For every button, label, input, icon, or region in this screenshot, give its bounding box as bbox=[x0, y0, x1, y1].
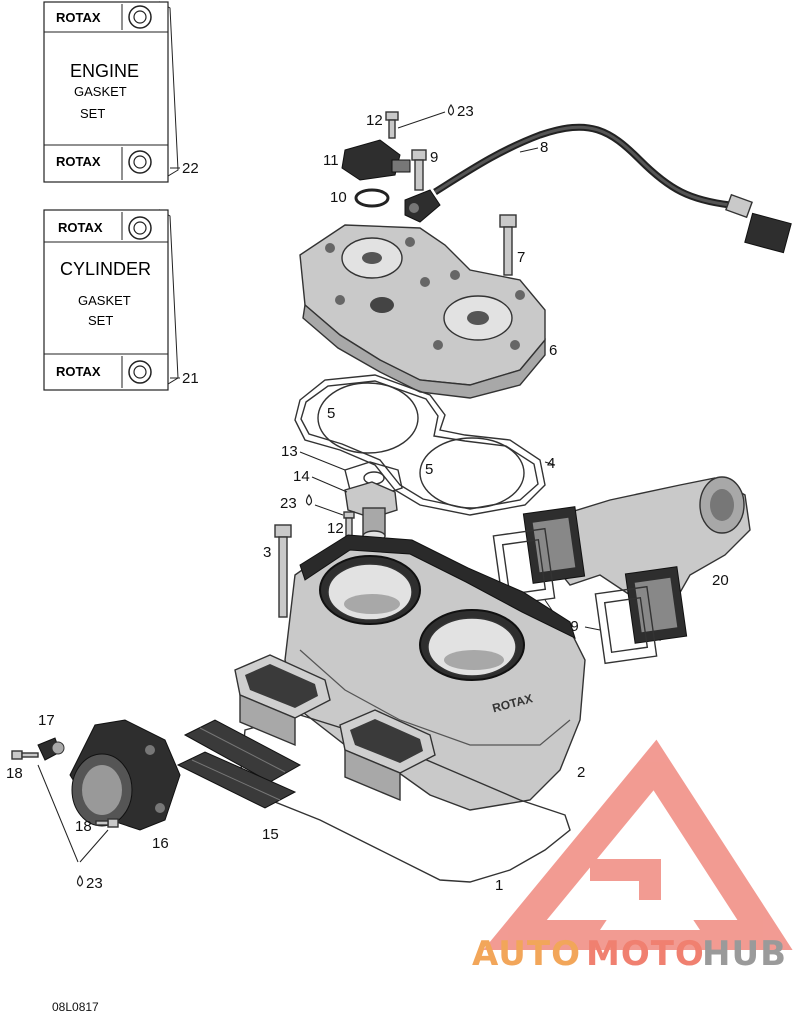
callout-18-bottom: 18 bbox=[75, 818, 92, 835]
callout-12-mid: 12 bbox=[327, 520, 344, 537]
kit-line3: SET bbox=[80, 106, 105, 121]
watermark-text-hub: HUB bbox=[702, 934, 787, 974]
bolt-12-top bbox=[385, 111, 399, 139]
callout-23-top: 23 bbox=[457, 103, 474, 120]
brp-logo-icon bbox=[128, 360, 152, 384]
callout-23-mid: 23 bbox=[280, 495, 297, 512]
reed-valve bbox=[176, 719, 302, 809]
brp-logo-icon bbox=[128, 216, 152, 240]
callout-11: 11 bbox=[323, 152, 339, 169]
watermark-text-auto: AUTO bbox=[472, 934, 581, 974]
combustion-o-ring bbox=[317, 382, 419, 454]
kit-line3: SET bbox=[88, 313, 113, 328]
exhaust-gasket bbox=[594, 585, 658, 665]
kit-brand-bottom: ROTAX bbox=[56, 154, 101, 169]
bolt-3 bbox=[274, 524, 292, 618]
callout-14: 14 bbox=[293, 468, 310, 485]
callout-16: 16 bbox=[152, 835, 169, 852]
thread-locker-drop-icon bbox=[305, 493, 313, 506]
callout-13: 13 bbox=[281, 443, 298, 460]
thread-locker-drop-icon bbox=[76, 874, 84, 887]
engine-gasket-set-card: ROTAX ENGINE GASKET SET ROTAX 22 bbox=[43, 1, 199, 183]
cylinder-head bbox=[299, 224, 546, 399]
head-gasket bbox=[294, 374, 546, 516]
callout-2: 2 bbox=[577, 764, 585, 781]
watermark-text-moto: MOTO bbox=[586, 934, 705, 974]
callout-1: 1 bbox=[495, 877, 503, 894]
callout-12-top: 12 bbox=[366, 112, 383, 129]
callout-15: 15 bbox=[262, 826, 279, 843]
callout-20: 20 bbox=[712, 572, 729, 589]
kit-line2: GASKET bbox=[74, 84, 127, 99]
exhaust-manifold bbox=[522, 476, 751, 644]
kit-line1: CYLINDER bbox=[60, 259, 151, 279]
kit-brand-bottom: ROTAX bbox=[56, 364, 101, 379]
callout-10: 10 bbox=[330, 189, 347, 206]
watermark-logo bbox=[483, 739, 793, 950]
thread-locker-drop-icon bbox=[447, 103, 455, 116]
callout-18-left: 18 bbox=[6, 765, 23, 782]
kit-brand-top: ROTAX bbox=[58, 220, 103, 235]
callout-4: 4 bbox=[547, 455, 555, 472]
bolt-9 bbox=[411, 149, 427, 191]
brp-logo-icon bbox=[128, 5, 152, 29]
reed-cage bbox=[234, 654, 436, 802]
bolt-12-mid bbox=[343, 511, 355, 537]
callout-5b: 5 bbox=[425, 461, 433, 478]
callout-22: 22 bbox=[182, 160, 199, 177]
callout-6: 6 bbox=[549, 342, 557, 359]
combustion-o-ring bbox=[419, 437, 525, 509]
callout-9: 9 bbox=[430, 149, 438, 166]
callout-23-bottom: 23 bbox=[86, 875, 103, 892]
kit-line1: ENGINE bbox=[70, 61, 139, 81]
o-ring bbox=[354, 188, 390, 208]
temperature-sensor-housing bbox=[341, 139, 411, 208]
brp-logo-icon bbox=[128, 150, 152, 174]
callout-7: 7 bbox=[517, 249, 525, 266]
kit-brand-top: ROTAX bbox=[56, 10, 101, 25]
screw-18-left bbox=[11, 750, 39, 760]
callout-8: 8 bbox=[540, 139, 548, 156]
callout-3: 3 bbox=[263, 544, 271, 561]
callout-5a: 5 bbox=[327, 405, 335, 422]
kit-line2: GASKET bbox=[78, 293, 131, 308]
document-code: 08L0817 bbox=[52, 1000, 99, 1014]
callout-17: 17 bbox=[38, 712, 55, 729]
hose-clamp bbox=[37, 737, 65, 761]
bolt-7 bbox=[499, 214, 517, 276]
screw-18-bottom bbox=[95, 818, 119, 828]
sensor-wire-harness bbox=[404, 123, 792, 254]
intake-adapter bbox=[69, 719, 181, 831]
cylinder-gasket-set-card: ROTAX CYLINDER GASKET SET ROTAX 21 bbox=[43, 209, 199, 391]
callout-21: 21 bbox=[182, 370, 199, 387]
